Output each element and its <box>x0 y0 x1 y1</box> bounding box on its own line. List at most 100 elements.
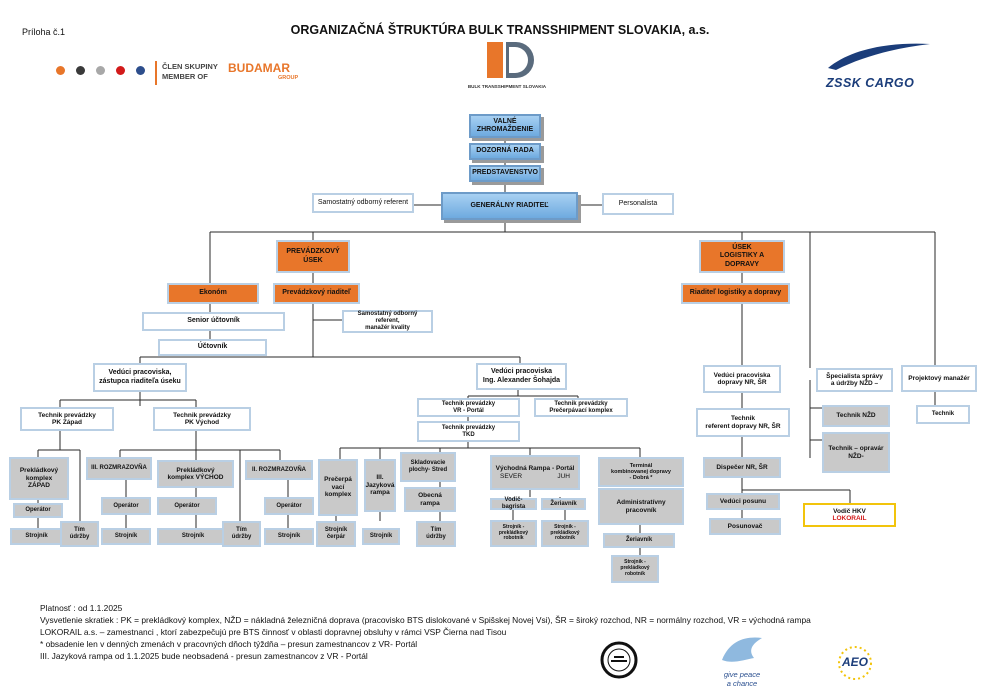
peace-dove-logo: give peace a chance <box>712 630 772 690</box>
node-sp1-line3: robotník <box>503 535 524 542</box>
node-tp-tkd-line1: Technik prevádzky <box>441 424 496 431</box>
node-veduci-zast-line1: Vedúci pracoviska, <box>108 369 172 377</box>
node-tp-zapad-line1: Technik prevádzky <box>38 411 96 419</box>
certification-seal-icon <box>600 641 638 679</box>
node-sp2-line2: prekládkový <box>550 529 580 536</box>
budamar-dot-icon <box>76 66 85 75</box>
node-predstavenstvo: PREDSTAVENSTVO <box>469 165 541 182</box>
aeo-icon <box>838 646 872 680</box>
node-technik: Technik <box>916 405 970 424</box>
budamar-dot-icon <box>56 66 65 75</box>
node-prevadzkovy-usek: PREVÁDZKOVÝ ÚSEK <box>276 240 350 273</box>
node-opravar-line1: Technik – opravár <box>828 445 884 453</box>
node-strojnik-prek-1: Strojník - prekládkový robotník <box>490 520 537 547</box>
node-technik-vr-portal: Technik prevádzky VR - Portál <box>417 398 520 417</box>
node-vychodna-juh: JUH <box>557 472 570 480</box>
node-technik-tkd: Technik prevádzky TKD <box>417 421 520 442</box>
node-sklad-line1: Skladovacie <box>410 460 446 467</box>
node-cerpar-line1: Strojník <box>324 527 348 534</box>
node-tp-vr-line2: VR - Portál <box>453 407 484 414</box>
node-valne-zhromazdenie: VALNÉ ZHROMAŽDENIE <box>469 114 541 138</box>
zssk-cargo-logo: ZSSK CARGO <box>822 40 934 92</box>
node-dozorna-rada: DOZORNÁ RADA <box>469 143 541 160</box>
node-sp2-line1: Strojník - <box>554 523 576 530</box>
node-valne-line2: ZHROMAŽDENIE <box>476 126 534 133</box>
node-sklad-line2: plochy- Stred <box>408 467 448 473</box>
node-jazyk-line3: rampa <box>370 489 390 497</box>
node-strojnik-prek-3: Strojník - prekládkový robotník <box>611 555 659 583</box>
node-precerp-line3: komplex <box>324 491 352 499</box>
bts-logo-text: BULK TRANSSHIPMENT SLOVAKIA <box>467 84 547 89</box>
node-sr-kvalita-line1: Samostatný odborný referent, <box>357 311 418 325</box>
node-jazyk-line1: III. <box>376 474 384 482</box>
node-jazyk-line2: Jazyková <box>365 481 395 489</box>
node-prev-usek-line1: PREVÁDZKOVÝ <box>286 248 340 256</box>
group-label-2: MEMBER OF <box>162 72 208 81</box>
node-veduci-sohajda-line2: Ing. Alexander Šohajda <box>482 376 561 384</box>
footer-note-rampa: III. Jazyková rampa od 1.1.2025 bude neo… <box>40 651 368 661</box>
node-tp-tkd-line2: TKD <box>462 431 475 438</box>
node-opravar-line2: NŽD- <box>848 452 864 460</box>
node-zeriavnik-2: Žeriavník <box>603 533 675 548</box>
node-tp-vr-line1: Technik prevádzky <box>441 400 496 407</box>
node-sp2-line3: robotník <box>555 535 575 542</box>
node-vychodna-sever: SEVER <box>500 472 523 480</box>
footer-note-asterisk: * obsadenie len v denných zmenách v prac… <box>40 639 418 649</box>
node-technik-pk-zapad: Technik prevádzky PK Západ <box>20 407 114 431</box>
node-tim3-line2: údržby <box>426 534 446 540</box>
node-tim-udrzby-1: Tím údržby <box>60 521 99 547</box>
node-precerp-line2: vací <box>331 483 345 491</box>
node-operator-2: Operátor <box>101 497 151 515</box>
node-strojnik-1: Strojník <box>10 528 63 545</box>
node-specialista-line2: a údržby NŽD – <box>830 380 879 387</box>
node-strojnik-prek-2: Strojník - prekládkový robotník <box>541 520 589 547</box>
footer-lokorail: LOKORAIL a.s. – zamestnanci , ktorí zabe… <box>40 627 507 637</box>
node-riaditel-logistiky: Riaditeľ logistiky a dopravy <box>681 283 790 304</box>
node-usek-logistiky: ÚSEK LOGISTIKY A DOPRAVY <box>699 240 785 273</box>
node-technik-referent: Technik referent dopravy NR, ŠR <box>696 408 790 437</box>
node-veduci-nr-line1: Vedúci pracoviska <box>713 371 771 379</box>
node-tim2-line2: údržby <box>231 534 252 540</box>
node-tp-vychod-line1: Technik prevádzky <box>173 411 231 419</box>
node-tech-ref-line1: Technik <box>730 415 756 423</box>
node-tp-precer-line2: Prečerpávací komplex <box>549 407 613 414</box>
peace-line-2: a chance <box>726 679 758 688</box>
node-veduci-nr-line2: dopravy NR, ŠR <box>717 379 767 386</box>
node-veduci-nr-sr: Vedúci pracoviska dopravy NR, ŠR <box>703 365 781 393</box>
node-samostatny-referent-kvalita: Samostatný odborný referent, manažér kva… <box>342 310 433 333</box>
budamar-name: BUDAMAR <box>228 61 290 75</box>
node-vodic-hkv: Vodič HKV LOKORAIL <box>803 503 896 527</box>
node-prek-zapad-line2: komplex ZÁPAD <box>25 474 53 490</box>
aeo-text: AEO <box>841 655 868 669</box>
zssk-name: ZSSK CARGO <box>826 76 915 90</box>
page-title: ORGANIZAČNÁ ŠTRUKTÚRA BULK TRANSSHIPMENT… <box>290 23 710 37</box>
node-operator-3: Operátor <box>157 497 217 515</box>
aeo-logo: AEO <box>830 643 880 683</box>
node-admin-line1: Administratívny <box>616 499 666 507</box>
node-prek-vychod-line2: komplex VÝCHOD <box>167 474 224 481</box>
node-prekladkovy-zapad: Prekládkový komplex ZÁPAD <box>9 457 69 500</box>
node-jazykova-rampa: III. Jazyková rampa <box>364 459 396 512</box>
node-samostatny-referent: Samostatný odborný referent <box>312 193 414 213</box>
node-sp1-line1: Strojník - <box>502 523 525 530</box>
node-operator-4: Operátor <box>264 497 314 515</box>
node-posunovac: Posunovač <box>709 518 781 535</box>
zssk-swoosh-icon <box>828 43 930 70</box>
node-tim1-line2: údržby <box>69 534 90 540</box>
node-vodic-bagrista: Vodič-bagrista <box>490 497 537 510</box>
node-prevadzkovy-riaditel: Prevádzkový riaditeľ <box>273 283 360 304</box>
node-terminal-line1: Terminál <box>629 462 653 469</box>
node-sp1-line2: prekládkový <box>498 529 529 536</box>
node-tp-vychod-line2: PK Východ <box>184 419 220 426</box>
node-operator-1: Operátor <box>13 503 63 518</box>
bts-logo-icon <box>487 42 534 78</box>
node-veduci-sohajda-line1: Vedúci pracoviska <box>490 368 553 376</box>
node-prek-zapad-line1: Prekládkový <box>19 467 59 475</box>
node-strojnik-4: Strojník <box>264 528 314 545</box>
node-sp3-line3: robotník <box>625 570 645 577</box>
node-tim3-line1: Tím <box>430 527 442 534</box>
node-projektovy-manazer: Projektový manažér <box>901 365 977 392</box>
node-strojnik-2: Strojník <box>101 528 151 545</box>
node-tim-udrzby-3: Tím údržby <box>416 521 456 547</box>
